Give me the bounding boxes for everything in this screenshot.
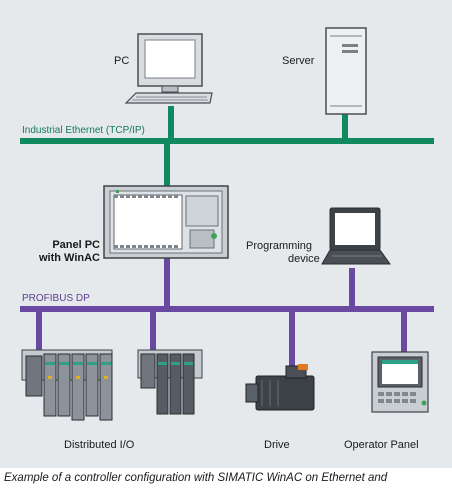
operator-panel-profibus-drop — [401, 311, 407, 353]
profibus-label: PROFIBUS DP — [22, 293, 90, 304]
io1-profibus-drop — [36, 311, 42, 353]
profibus-network — [20, 258, 434, 373]
programming-device-icon — [321, 207, 391, 265]
server-label: Server — [282, 55, 315, 67]
ethernet-network — [20, 106, 434, 188]
programming-device-profibus-drop — [349, 268, 355, 307]
panel-pc-ethernet-drop — [164, 143, 170, 188]
panel-pc-label-line2: with WinAC — [39, 252, 100, 264]
operator-panel-icon — [371, 351, 429, 413]
programming-device-label-line2: device — [288, 253, 320, 265]
figure-caption: Example of a controller configuration wi… — [4, 472, 388, 484]
ethernet-label: Industrial Ethernet (TCP/IP) — [22, 125, 145, 136]
operator-panel-label: Operator Panel — [344, 439, 419, 451]
distributed-io-rack-small-icon — [137, 349, 203, 415]
io2-profibus-drop — [150, 311, 156, 353]
server-ethernet-drop — [342, 114, 348, 139]
pc-icon — [124, 33, 213, 104]
panel-pc-icon — [103, 185, 229, 259]
panel-pc-label-line1: Panel PC — [52, 239, 100, 251]
panel-pc-profibus-drop — [164, 258, 170, 307]
programming-device-label-line1: Programming — [246, 240, 313, 252]
drive-profibus-drop — [289, 311, 295, 373]
pc-label: PC — [114, 55, 130, 67]
ethernet-bus-line — [20, 138, 434, 144]
network-diagram-graphic — [0, 0, 452, 468]
distributed-io-rack-large-icon — [21, 349, 113, 421]
drive-label: Drive — [264, 439, 290, 451]
server-icon — [325, 27, 367, 115]
profibus-bus-line — [20, 306, 434, 312]
pc-ethernet-drop — [168, 106, 174, 139]
drive-icon — [245, 364, 315, 411]
distributed-io-label: Distributed I/O — [64, 439, 135, 451]
